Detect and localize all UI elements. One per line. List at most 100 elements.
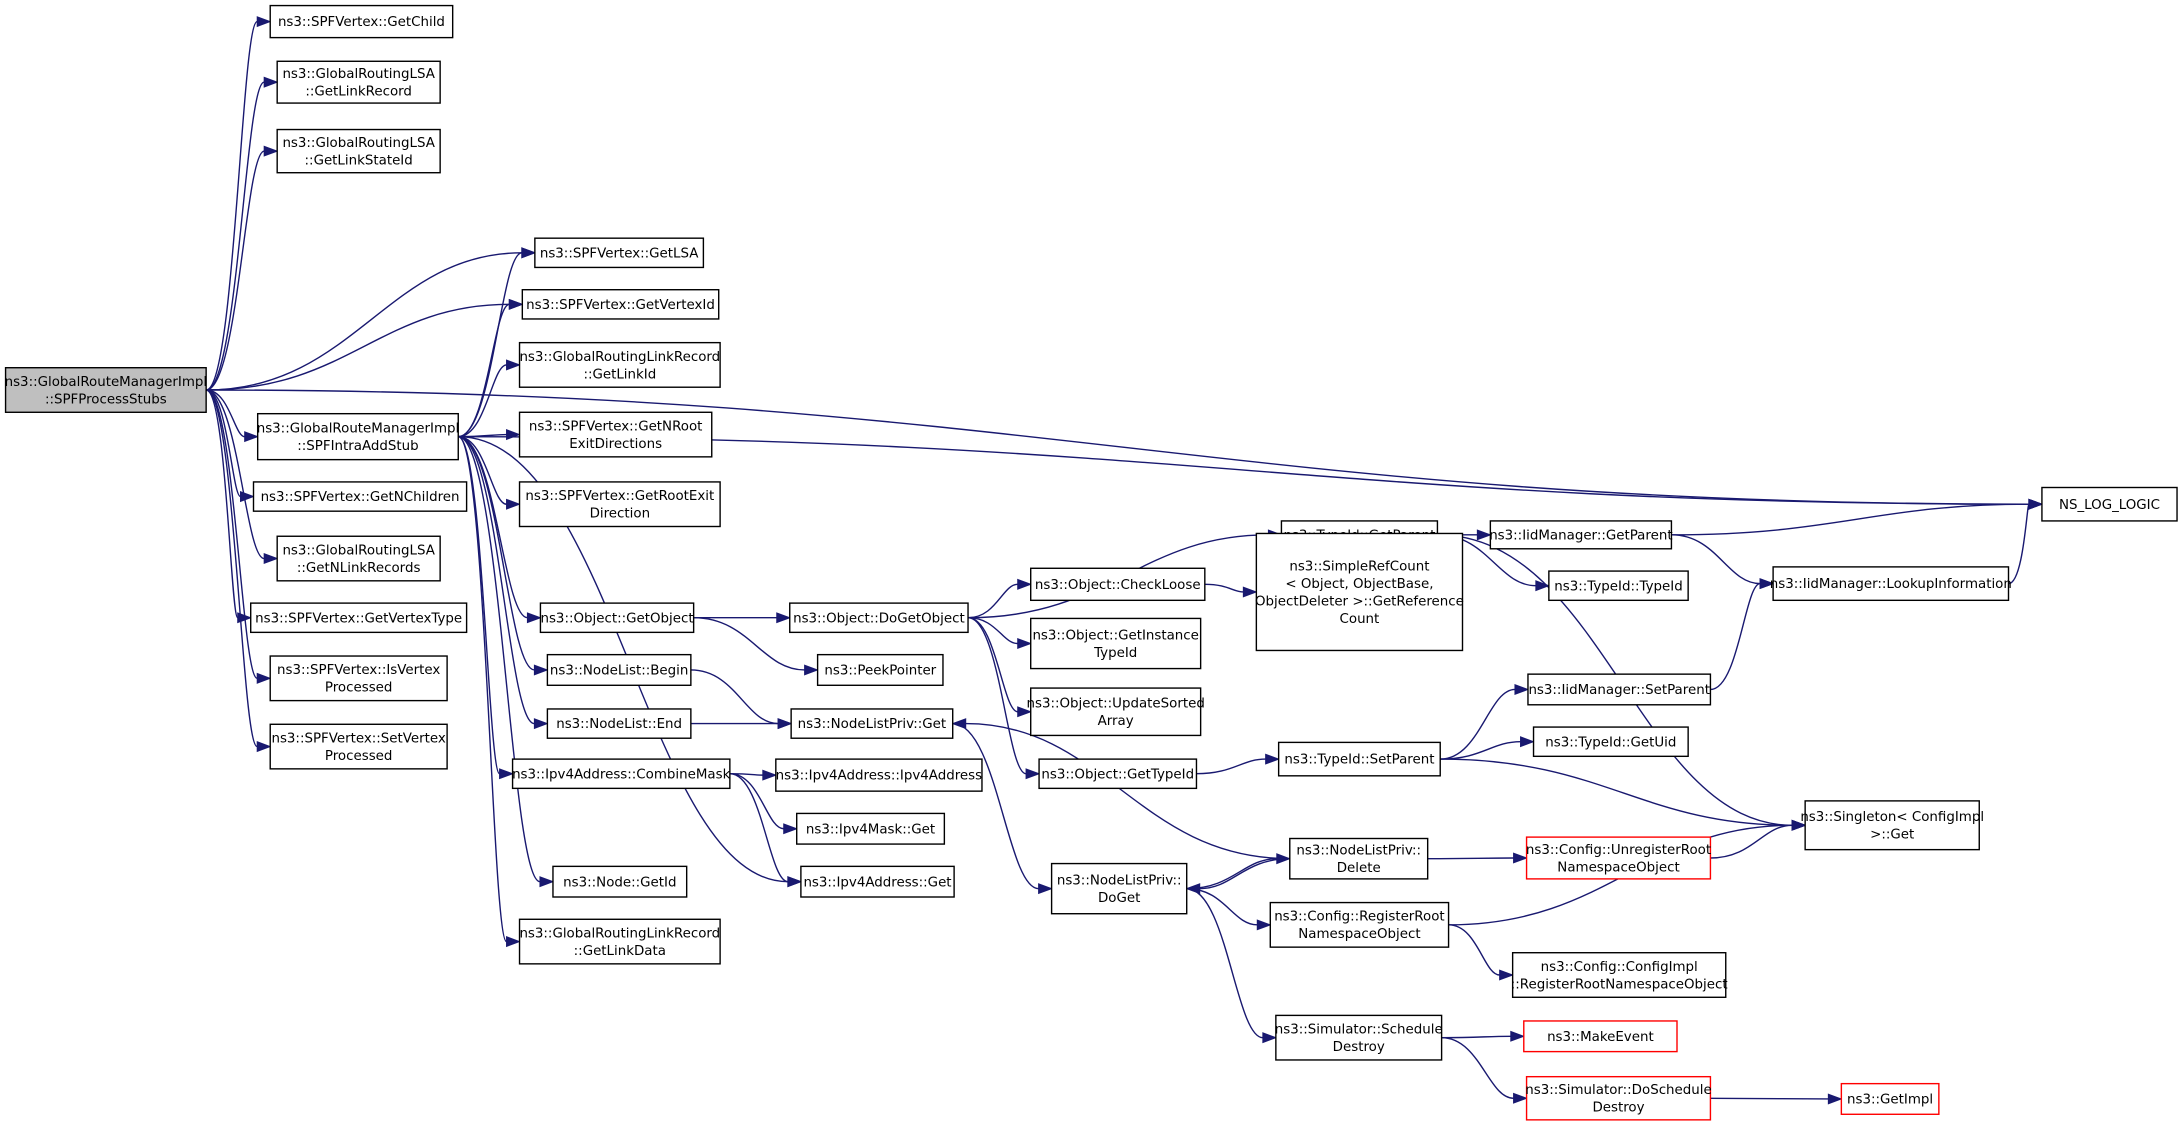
arrowhead (506, 359, 521, 371)
node-ipv4address-get[interactable]: ns3::Ipv4Address::Get (800, 865, 955, 898)
node-label: ns3::Object::GetTypeId (1041, 767, 1194, 782)
edge-dogetobject-to-getinstancetypeid (968, 617, 1033, 650)
node-label: ns3::TypeId::GetUid (1545, 735, 1676, 750)
node-box (1548, 570, 1689, 602)
edge-intraaddstub-to-getrootexit (458, 435, 521, 510)
node-getchild[interactable]: ns3::SPFVertex::GetChild (269, 4, 454, 39)
node-box (518, 481, 721, 528)
node-typeid-setparent[interactable]: ns3::TypeId::SetParent (1277, 741, 1441, 777)
edge-root-to-getnchildren (205, 389, 255, 503)
node-getobject[interactable]: ns3::Object::GetObject (539, 602, 695, 634)
node-getvertexid[interactable]: ns3::SPFVertex::GetVertexId (521, 289, 720, 320)
node-box (511, 758, 731, 790)
node-getlinkrecord[interactable]: ns3::GlobalRoutingLSA::GetLinkRecord (276, 60, 441, 104)
node-label: Destroy (1333, 1040, 1385, 1055)
node-nodelistpriv-delete[interactable]: ns3::NodeListPriv::Delete (1289, 837, 1429, 880)
node-getlinkdata[interactable]: ns3::GlobalRoutingLinkRecord::GetLinkDat… (518, 918, 721, 965)
arrowhead (777, 718, 793, 730)
arrowhead (951, 718, 967, 730)
node-getimpl[interactable]: ns3::GetImpl (1840, 1082, 1940, 1115)
node-nodelist-begin[interactable]: ns3::NodeList::Begin (546, 653, 692, 686)
arrowhead (256, 672, 272, 684)
node-getnchildren[interactable]: ns3::SPFVertex::GetNChildren (252, 481, 468, 512)
node-iid-setparent[interactable]: ns3::IidManager::SetParent (1527, 673, 1712, 706)
node-getnlinkrecords[interactable]: ns3::GlobalRoutingLSA::GetNLinkRecords (276, 535, 441, 582)
node-linkid[interactable]: ns3::GlobalRoutingLinkRecord::GetLinkId (518, 341, 721, 388)
node-label: ::GetNLinkRecords (297, 561, 421, 576)
node-box (518, 918, 721, 965)
node-peekpointer[interactable]: ns3::PeekPointer (816, 653, 944, 686)
node-label: ns3::Object::GetObject (540, 611, 693, 626)
arrowhead (244, 431, 260, 443)
node-box (1772, 566, 2010, 602)
node-label: ns3::NodeListPriv:: (1296, 844, 1421, 859)
node-label: ExitDirections (569, 437, 662, 452)
node-config-register[interactable]: ns3::Config::RegisterRootNamespaceObject (1269, 901, 1450, 948)
node-combinemask[interactable]: ns3::Ipv4Address::CombineMask (511, 758, 731, 790)
node-configimpl-register[interactable]: ns3::Config::ConfigImpl::RegisterRootNam… (1511, 952, 1728, 998)
node-getlinkstateid[interactable]: ns3::GlobalRoutingLSA::GetLinkStateId (276, 128, 441, 174)
node-nodelistpriv-get[interactable]: ns3::NodeListPriv::Get (790, 708, 954, 739)
node-iid-getparent[interactable]: ns3::IidManager::GetParent (1489, 520, 1673, 550)
node-checkloose[interactable]: ns3::Object::CheckLoose (1030, 567, 1206, 602)
node-makeevent[interactable]: ns3::MakeEvent (1523, 1020, 1678, 1053)
node-label: ns3::Ipv4Address::Ipv4Address (776, 769, 982, 784)
node-getobject-typeid[interactable]: ns3::Object::GetTypeId (1038, 758, 1198, 790)
arrowhead (1017, 706, 1033, 718)
node-nslog[interactable]: NS_LOG_LOGIC (2041, 486, 2178, 522)
node-nodelist-end[interactable]: ns3::NodeList::End (546, 708, 692, 739)
node-box (539, 602, 695, 634)
node-nodelistpriv-doget[interactable]: ns3::NodeListPriv::DoGet (1050, 862, 1188, 915)
node-label: ns3::Singleton< ConfigImpl (1800, 810, 1984, 825)
node-getuid[interactable]: ns3::TypeId::GetUid (1532, 726, 1689, 758)
node-lookupinfo[interactable]: ns3::IidManager::LookupInformation (1770, 566, 2012, 602)
edge-getobject-to-peekpointer (693, 617, 820, 676)
edge-nodelistpriv-doget-to-nodelistpriv-delete (1186, 853, 1292, 890)
edge-nodelistpriv-doget-to-schedule-destroy (1186, 887, 1278, 1044)
edge-nodelistpriv-get-to-nodelistpriv-doget (952, 722, 1054, 895)
edge-schedule-destroy-to-makeevent (1441, 1030, 1526, 1042)
node-label: ns3::SimpleRefCount (1289, 559, 1429, 574)
node-box (1030, 567, 1206, 602)
node-box (256, 412, 459, 461)
node-label: Processed (325, 749, 393, 764)
node-getlsa[interactable]: ns3::SPFVertex::GetLSA (534, 237, 705, 269)
edge-lookupinfo-to-nslog (2008, 498, 2044, 585)
node-label: ns3::GetImpl (1847, 1093, 1933, 1108)
arrowhead (1759, 578, 1775, 590)
edge-doschedule-destroy-to-getimpl (1710, 1093, 1843, 1105)
edge-root-to-getlinkstateid (205, 145, 279, 391)
edge-intraaddstub-to-nodelist-begin (458, 435, 549, 676)
edge-root-to-getchild (205, 16, 272, 391)
node-singleton-get[interactable]: ns3::Singleton< ConfigImpl>::Get (1800, 800, 1984, 851)
node-node-getid[interactable]: ns3::Node::GetId (552, 865, 688, 898)
node-label: ns3::TypeId::SetParent (1284, 753, 1434, 768)
node-label: ns3::Node::GetId (563, 875, 676, 890)
node-config-unregister[interactable]: ns3::Config::UnregisterRootNamespaceObje… (1526, 836, 1711, 880)
node-label: ::GetLinkRecord (305, 85, 412, 100)
node-intraaddstub[interactable]: ns3::GlobalRouteManagerImpl::SPFIntraAdd… (256, 412, 460, 461)
node-ipv4mask-get[interactable]: ns3::Ipv4Mask::Get (796, 812, 946, 845)
node-ipv4address-ctor[interactable]: ns3::Ipv4Address::Ipv4Address (775, 758, 983, 792)
node-root[interactable]: ns3::GlobalRouteManagerImpl::SPFProcessS… (5, 367, 208, 413)
arrowhead (1256, 919, 1272, 931)
node-label: ns3::Config::ConfigImpl (1541, 960, 1698, 975)
edge-config-unregister-to-singleton-get (1710, 819, 1807, 859)
edge-intraaddstub-to-getlinkdata (457, 435, 521, 948)
node-label: ObjectDeleter >::GetReference (1255, 594, 1464, 609)
node-getvertextype[interactable]: ns3::SPFVertex::GetVertexType (250, 602, 468, 634)
edge-iid-setparent-to-lookupinfo (1710, 578, 1775, 691)
node-dogetobject[interactable]: ns3::Object::DoGetObject (789, 602, 969, 634)
arrowhead (526, 612, 542, 624)
node-simplerefcount[interactable]: ns3::SimpleRefCount< Object, ObjectBase,… (1255, 532, 1464, 652)
node-typeid-typeid[interactable]: ns3::TypeId::TypeId (1548, 570, 1689, 602)
arrowhead (1025, 768, 1041, 780)
